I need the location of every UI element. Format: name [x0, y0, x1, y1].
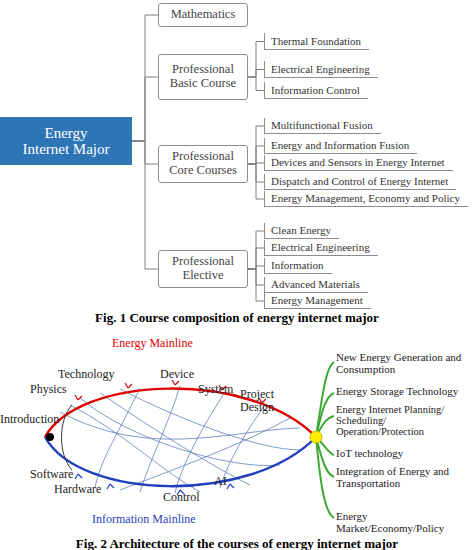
mainline-label: Information Mainline — [92, 513, 196, 526]
node-text: Energy and Information Fusion — [271, 139, 409, 151]
node-text: Information — [271, 259, 324, 271]
tree-connector — [132, 15, 158, 141]
tree-connector — [248, 70, 264, 78]
node-text: Information Control — [271, 84, 360, 96]
node-text: Multifunctional Fusion — [271, 119, 373, 131]
course-item: Energy and Information Fusion — [264, 138, 417, 154]
energy-mainline — [45, 389, 316, 437]
mesh-lines — [60, 386, 300, 493]
figure-caption: Fig. 1 Course composition of energy inte… — [0, 311, 474, 325]
connector-line — [248, 231, 264, 269]
course-item: Clean Energy — [264, 223, 339, 239]
category-box: Professional Core Courses — [158, 145, 248, 183]
eye-dot — [46, 433, 54, 441]
tree-connector — [248, 164, 264, 199]
node-text: Mathematics — [171, 8, 236, 22]
stage-label: Hardware — [54, 483, 101, 496]
connector-line — [248, 269, 264, 301]
direction-label: Integration of Energy and Transportation — [336, 466, 466, 489]
junction-dot — [310, 431, 322, 443]
course-item: Information Control — [264, 82, 368, 99]
connector-line — [248, 42, 264, 78]
category-box: Professional Basic Course — [158, 54, 248, 100]
root-box: Energy Internet Major — [0, 117, 132, 165]
connector-line — [248, 146, 264, 164]
connector-line — [132, 77, 158, 141]
category-box: Mathematics — [158, 3, 248, 27]
node-text: Thermal Foundation — [271, 35, 361, 47]
node-text: Energy Management, Economy and Policy — [271, 192, 460, 204]
figure-caption: Fig. 2 Architecture of the courses of en… — [0, 537, 474, 550]
course-item: Electrical Engineering — [264, 61, 378, 78]
course-item: Multifunctional Fusion — [264, 118, 381, 134]
course-item: Advanced Materials — [264, 277, 368, 293]
course-item: Devices and Sensors in Energy Internet — [264, 155, 453, 171]
node-text: Electrical Engineering — [271, 241, 370, 253]
connector-line — [248, 248, 264, 269]
connector-line — [248, 126, 264, 164]
direction-label: Energy Internet Planning/ Scheduling/ Op… — [336, 404, 474, 437]
node-text: Professional Elective — [163, 255, 243, 283]
stage-label: System — [198, 383, 233, 396]
node-text: Professional Core Courses — [163, 150, 243, 178]
node-text: Energy Internet Major — [20, 125, 112, 158]
stage-label: Physics — [30, 383, 67, 396]
connector-line — [248, 164, 264, 199]
tree-connector — [132, 77, 158, 141]
course-item: Energy Management, Economy and Policy — [264, 191, 468, 207]
stage-label: Control — [163, 491, 200, 504]
head-line — [62, 405, 73, 470]
stage-label: Technology — [58, 368, 114, 381]
energy-ticks — [75, 380, 266, 403]
course-item: Energy Management — [264, 293, 371, 309]
node-text: Electrical Engineering — [271, 63, 370, 75]
connector-line — [132, 141, 158, 269]
course-item: Information — [264, 258, 332, 274]
node-text: Advanced Materials — [271, 278, 360, 290]
stage-label: Device — [160, 368, 194, 381]
node-text: Energy Management — [271, 294, 363, 306]
node-text: Professional Basic Course — [163, 63, 243, 91]
node-text: Devices and Sensors in Energy Internet — [271, 156, 445, 168]
tree-connector — [248, 146, 264, 164]
connector-line — [248, 70, 264, 78]
tree-connector — [248, 77, 264, 91]
course-item: Thermal Foundation — [264, 33, 369, 50]
information-mainline — [45, 437, 316, 486]
course-item: Dispatch and Control of Energy Internet — [264, 174, 456, 190]
stage-label: Software — [30, 468, 73, 481]
direction-label: IoT technology — [336, 448, 472, 460]
tree-connector — [248, 231, 264, 269]
mainline-label: Energy Mainline — [112, 337, 193, 350]
node-text: Dispatch and Control of Energy Internet — [271, 175, 448, 187]
tree-connector — [248, 126, 264, 164]
direction-label: Energy Storage Technology — [336, 386, 474, 398]
category-box: Professional Elective — [158, 250, 248, 288]
stage-label: Introduction — [0, 413, 59, 426]
node-text: Clean Energy — [271, 224, 331, 236]
connector-line — [248, 77, 264, 91]
stage-label: AI — [214, 475, 227, 488]
connector-line — [132, 15, 158, 141]
direction-label: Energy Market/Economy/Policy — [336, 511, 474, 534]
stage-label: Project Design — [240, 388, 284, 413]
tree-connector — [248, 42, 264, 78]
direction-label: New Energy Generation and Consumption — [336, 352, 472, 375]
tree-connector — [248, 269, 264, 301]
course-item: Electrical Engineering — [264, 240, 378, 256]
tree-connector — [248, 248, 264, 269]
tree-connector — [132, 141, 158, 269]
